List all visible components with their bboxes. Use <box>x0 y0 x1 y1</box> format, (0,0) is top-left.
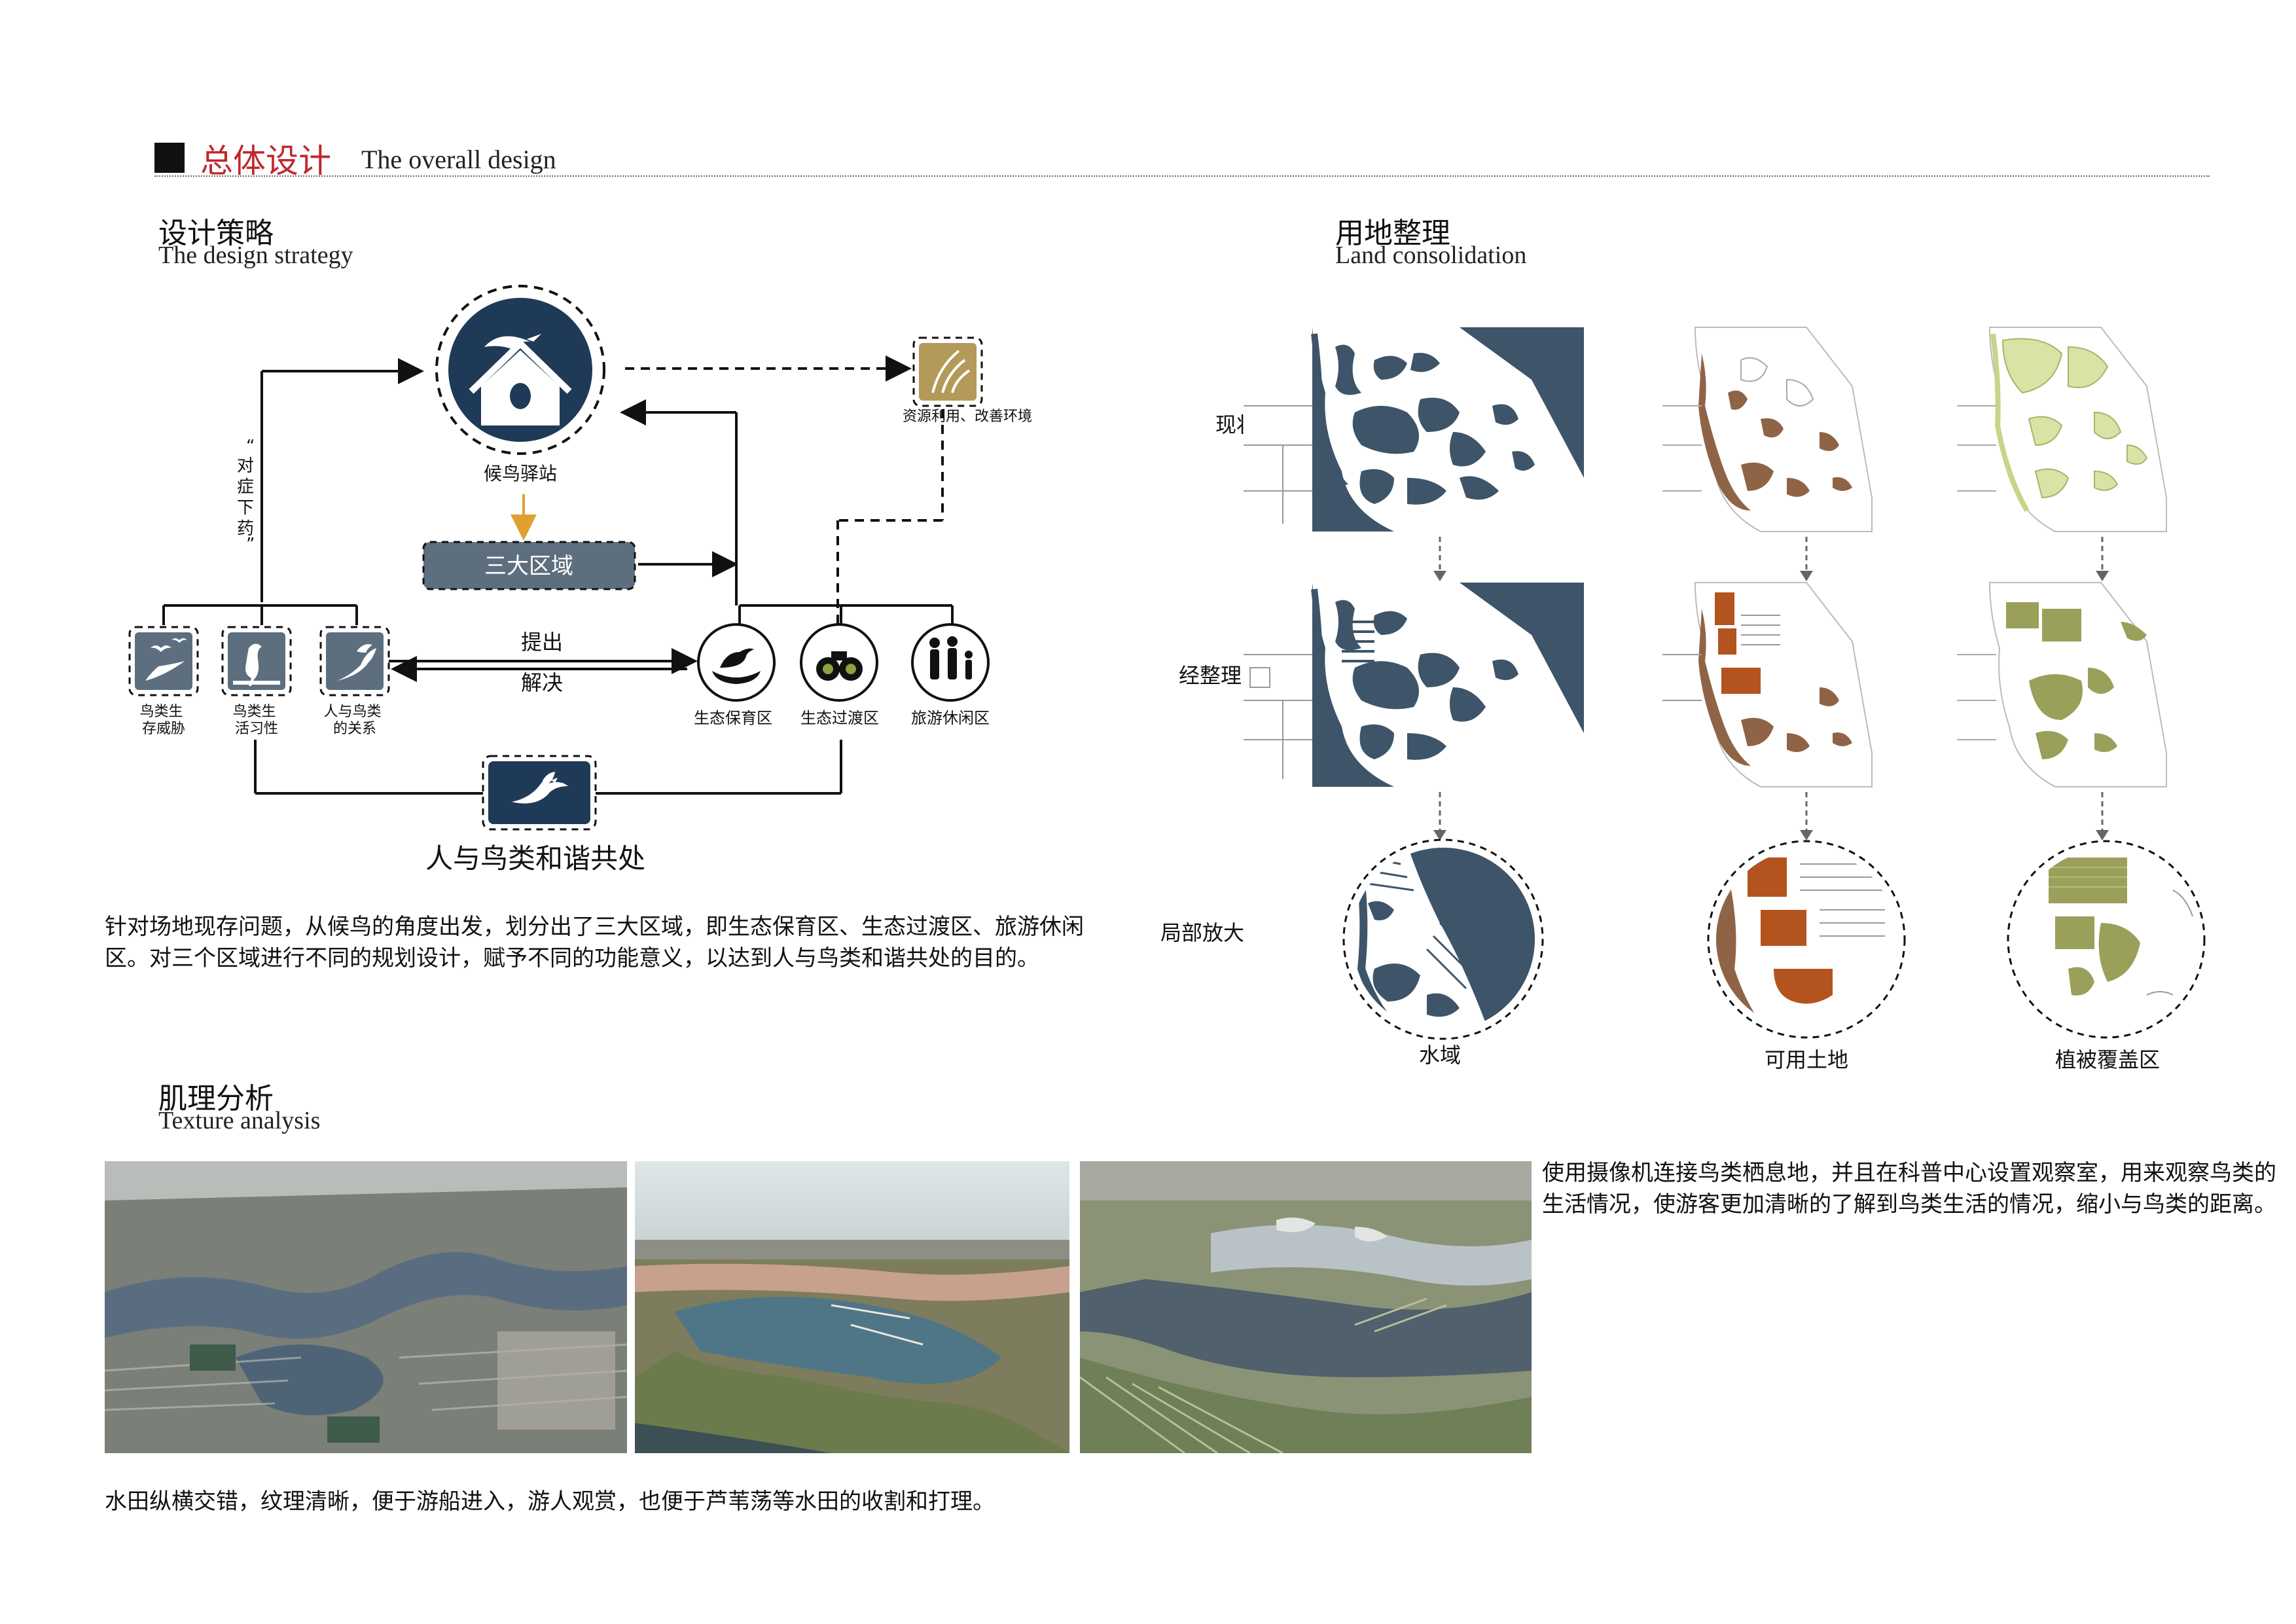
svg-text:鸟类生 存威胁: 鸟类生 存威胁 <box>139 704 187 737</box>
strategy-title-cn: 设计策略 <box>158 217 274 250</box>
left-item-threat <box>128 626 199 696</box>
header-title-en: The overall design <box>361 145 556 174</box>
dove-icon <box>512 772 568 804</box>
row-label-arranged: 经整理 <box>1178 663 1242 688</box>
left-item-2-label-l1: 人与鸟类 <box>323 704 381 720</box>
left-item-habit <box>221 626 292 696</box>
binoculars-icon <box>816 651 863 681</box>
harmony-node <box>482 755 597 831</box>
land-title-en: Land consolidation <box>1335 242 1527 269</box>
three-zones-label: 三大区域 <box>484 553 573 579</box>
reed-icon <box>931 350 971 393</box>
land-map-arranged <box>1662 582 1878 787</box>
right-item-tourism <box>911 623 990 702</box>
veg-map-current <box>1957 327 2173 532</box>
texture-side-text: 使用摄像机连接鸟类栖息地，并且在科普中心设置观察室，用来观察鸟类的生活情况，使游… <box>1542 1160 2276 1218</box>
flying-birds-icon <box>145 638 187 681</box>
left-item-1-label-l2: 活习性 <box>235 721 278 737</box>
strategy-dashed-connectors <box>625 355 944 625</box>
propose-label: 提出 <box>521 630 563 655</box>
col-label-water: 水域 <box>1418 1043 1461 1068</box>
col-label-vegetation: 植被覆盖区 <box>2054 1047 2160 1072</box>
aerial-photo-1 <box>105 1161 627 1453</box>
strategy-title-en: The design strategy <box>158 242 353 269</box>
left-item-2-label-l2: 的关系 <box>333 721 376 737</box>
left-item-relation <box>319 626 390 696</box>
strategy-diagram: 候鸟驿站 三大区域 资源利用、改善环境 “ 对 症 下 药 ” <box>128 285 1032 875</box>
header-square-marker <box>154 143 185 173</box>
strategy-description: 针对场地现存问题，从候鸟的角度出发，划分出了三大区域，即生态保育区、生态过渡区、… <box>105 914 1084 971</box>
aerial-photo-3 <box>1080 1161 1532 1453</box>
hub-station-node <box>435 285 605 455</box>
hand-bird-icon <box>337 644 376 681</box>
land-title-cn: 用地整理 <box>1335 217 1450 250</box>
resource-label: 资源利用、改善环境 <box>903 408 1032 425</box>
family-icon <box>929 636 973 679</box>
right-item-2-label: 旅游休闲区 <box>911 709 990 727</box>
col-label-land: 可用土地 <box>1764 1047 1848 1072</box>
resource-node <box>912 336 983 407</box>
right-item-1-label: 生态过渡区 <box>800 709 879 727</box>
vertical-note: “ 对 症 下 药 ” <box>237 437 260 554</box>
left-item-1-label-l1: 鸟类生 <box>232 704 276 720</box>
aerial-photo-2 <box>635 1161 1069 1453</box>
left-item-0-label-l1: 鸟类生 <box>139 704 183 720</box>
water-map-current <box>1244 327 1649 532</box>
land-consolidation-maps <box>1244 327 2206 1040</box>
water-zoom <box>1342 839 1544 1040</box>
nest-bird-icon <box>712 648 761 684</box>
header-title-cn: 总体设计 <box>200 142 331 180</box>
land-zoom <box>1707 840 1906 1039</box>
hub-label: 候鸟驿站 <box>484 463 557 484</box>
land-map-current <box>1662 327 1878 532</box>
right-item-0-label: 生态保育区 <box>694 709 772 727</box>
right-item-conservation <box>697 623 776 702</box>
water-map-arranged <box>1244 583 1649 787</box>
svg-text:鸟类生 活习性: 鸟类生 活习性 <box>232 704 280 737</box>
veg-map-arranged <box>1957 582 2173 787</box>
harmony-label: 人与鸟类和谐共处 <box>425 842 645 875</box>
birdhouse-icon <box>469 334 572 425</box>
three-zones-node: 三大区域 <box>422 541 636 590</box>
right-item-transition <box>800 623 878 702</box>
left-item-0-label-l2: 存威胁 <box>142 721 185 737</box>
row-label-zoom: 局部放大 <box>1160 920 1244 945</box>
veg-zoom <box>2007 840 2206 1039</box>
texture-caption: 水田纵横交错，纹理清晰，便于游船进入，游人观赏，也便于芦苇荡等水田的收割和打理。 <box>105 1489 995 1515</box>
texture-title-en: Texture analysis <box>158 1107 321 1134</box>
texture-title-cn: 肌理分析 <box>158 1082 274 1115</box>
solve-label: 解决 <box>521 670 563 695</box>
svg-text:人与鸟类 的关系: 人与鸟类 的关系 <box>323 704 386 737</box>
header-divider <box>154 175 2210 177</box>
heron-icon <box>233 643 280 686</box>
strategy-connectors <box>162 358 954 795</box>
